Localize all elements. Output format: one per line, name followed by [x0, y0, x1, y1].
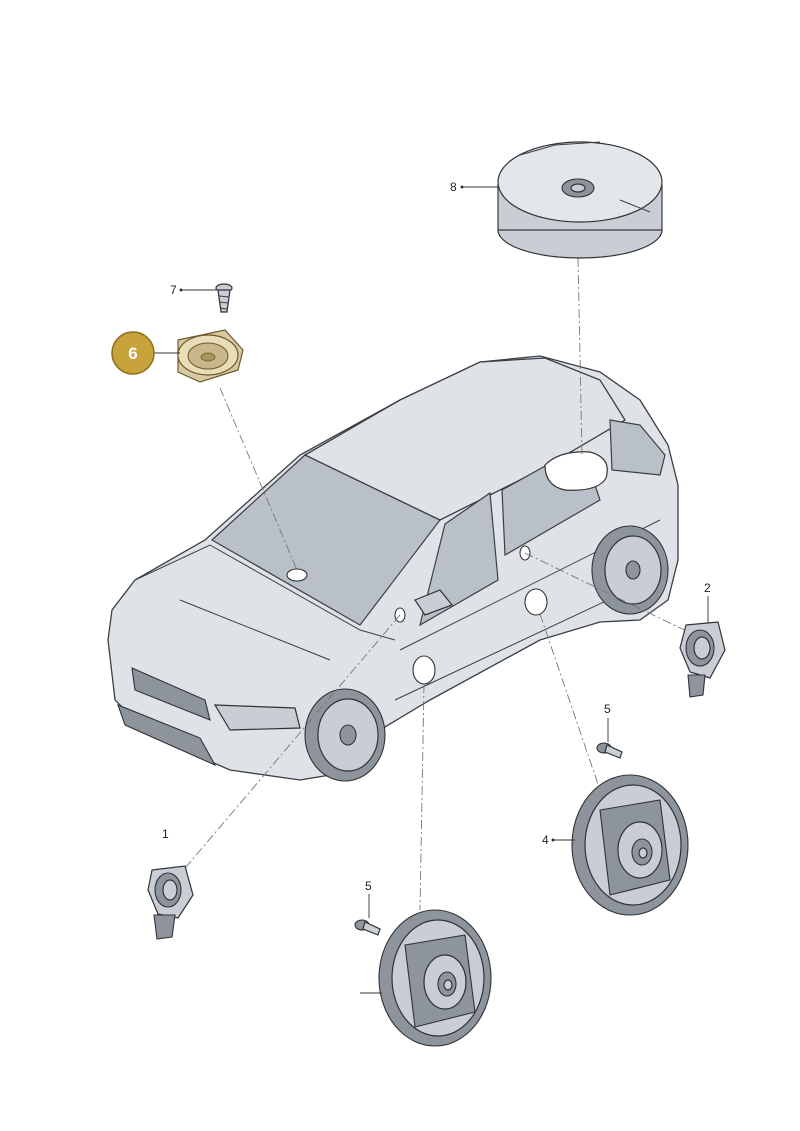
part-8-subwoofer-box — [497, 141, 663, 259]
callout-4[interactable]: 4 — [542, 833, 549, 847]
part-7-screw — [215, 283, 233, 313]
callout-labels: 8 7 6 2 5 4 1 5 — [111, 180, 711, 893]
part-5-bolt-upper — [596, 742, 623, 759]
front-door-speaker — [378, 909, 492, 1047]
callout-8[interactable]: 8 — [450, 180, 457, 194]
callout-5-lower[interactable]: 5 — [365, 879, 372, 893]
part-6-speaker — [177, 329, 244, 383]
part-1-tweeter-front — [147, 865, 194, 940]
part-5-bolt-lower — [354, 919, 381, 936]
callout-1[interactable]: 1 — [162, 827, 169, 841]
callout-6-badge[interactable]: 6 — [111, 331, 155, 375]
callout-5-upper[interactable]: 5 — [604, 702, 611, 716]
part-2-tweeter-rear — [679, 621, 726, 698]
leader-lines — [153, 185, 709, 994]
locator-lines — [174, 257, 706, 911]
callout-7[interactable]: 7 — [170, 283, 177, 297]
callout-2[interactable]: 2 — [704, 581, 711, 595]
callout-6[interactable]: 6 — [128, 344, 137, 363]
car-illustration — [107, 355, 679, 782]
part-4-rear-door-speaker — [571, 774, 689, 916]
